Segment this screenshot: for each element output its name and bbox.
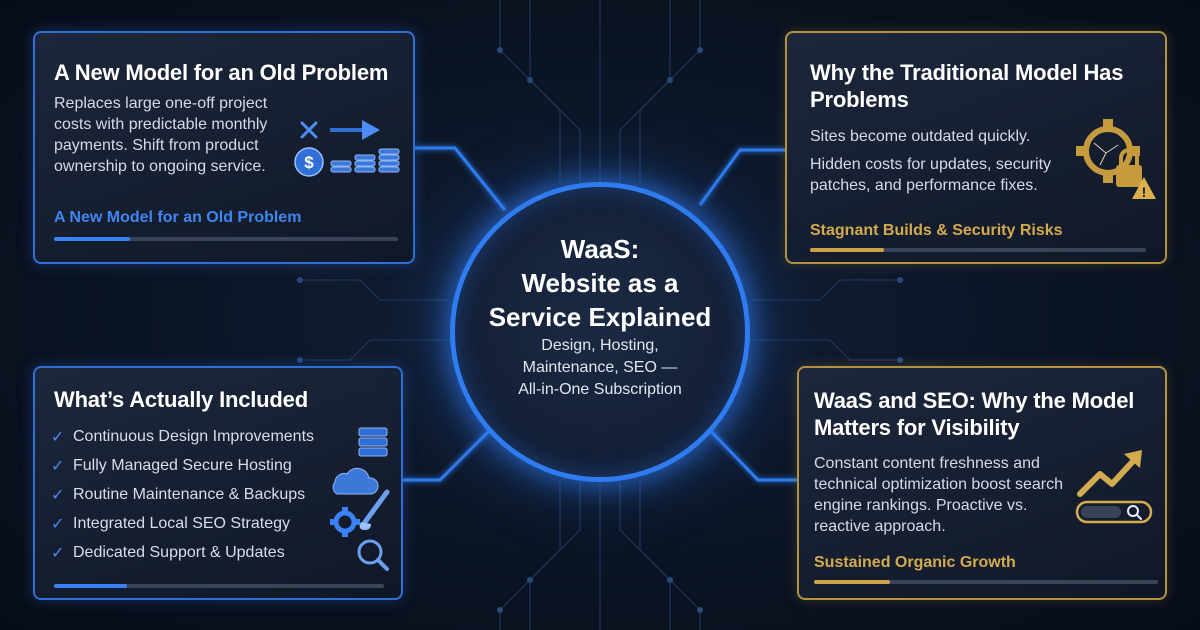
check-icon: ✓ [51,428,65,446]
card-title: What’s Actually Included [54,387,308,412]
check-icon: ✓ [51,457,65,475]
card-body: Hidden costs for updates, security patch… [810,156,1052,194]
progress-track [810,248,1146,252]
card-traditional-problems: Why the Traditional Model Has Problems S… [785,31,1167,264]
progress-track [54,584,384,588]
list-item: ✓Integrated Local SEO Strategy [51,514,291,533]
list-item: ✓Fully Managed Secure Hosting [51,456,292,475]
card-title: WaaS and SEO: Why the Model Matters for … [814,388,1135,440]
card-body: Sites become outdated quickly. [810,128,1031,145]
card-waas-seo: WaaS and SEO: Why the Model Matters for … [797,366,1167,600]
svg-text:$: $ [304,153,314,172]
list-item: ✓Dedicated Support & Updates [51,543,285,562]
card-title: Why the Traditional Model Has Problems [810,60,1124,112]
list-item: ✓Continuous Design Improvements [51,427,315,446]
progress-fill [54,237,130,241]
included-list: ✓Continuous Design Improvements ✓Fully M… [51,422,341,567]
card-footer-label: Stagnant Builds & Security Risks [810,222,1063,239]
card-whats-included: What’s Actually Included ✓Continuous Des… [33,366,403,600]
check-icon: ✓ [51,544,65,562]
card-new-model: A New Model for an Old Problem Replaces … [33,31,415,264]
card-title: A New Model for an Old Problem [54,60,389,85]
card-footer-label: Sustained Organic Growth [814,554,1016,571]
svg-text:!: ! [1142,184,1147,200]
check-icon: ✓ [51,486,65,504]
central-hub: WaaS: Website as a Service Explained Des… [450,182,750,482]
hub-title: WaaS: Website as a Service Explained [488,234,712,332]
progress-fill [54,584,127,588]
check-icon: ✓ [51,515,65,533]
progress-track [814,580,1158,584]
card-footer-label: A New Model for an Old Problem [54,209,302,226]
broken-gear-lock-icon: ! [1076,119,1156,200]
card-body: Replaces large one-off project costs wit… [54,95,268,175]
progress-fill [814,580,890,584]
progress-track [54,237,398,241]
card-body: Constant content freshness and technical… [814,455,1064,535]
list-item: ✓Routine Maintenance & Backups [51,485,306,504]
progress-fill [810,248,884,252]
hub-subtitle: Design, Hosting, Maintenance, SEO — All-… [518,337,682,398]
service-stack-icon [330,427,390,571]
cost-shift-icon: $ [294,120,400,177]
growth-search-icon [1075,450,1153,524]
